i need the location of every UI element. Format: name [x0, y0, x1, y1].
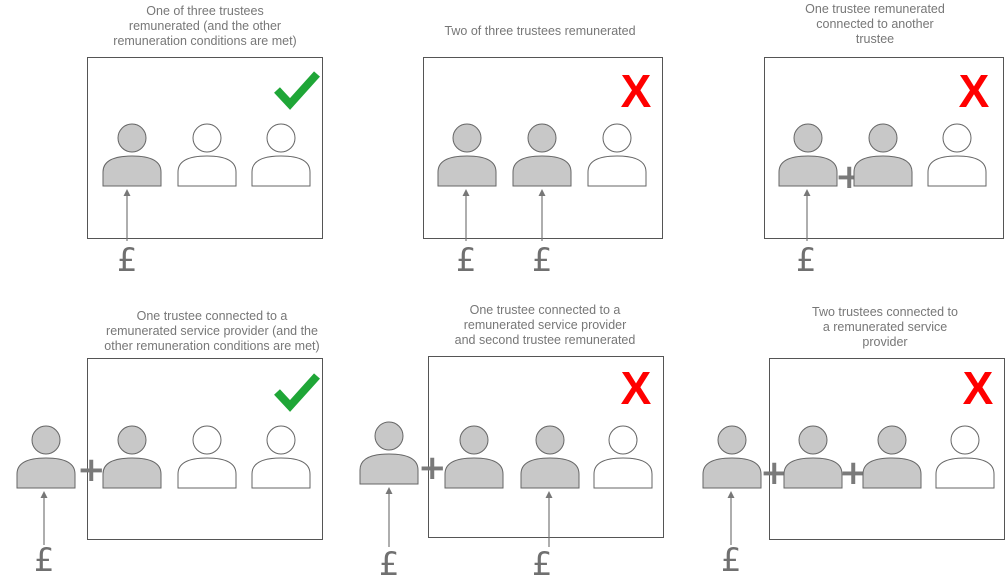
- person-icon-service-provider: [16, 425, 76, 489]
- panel-1-verdict: allowed: [0, 0, 1, 1]
- pound-sign-icon: £: [532, 241, 553, 279]
- caption-line: remunerated (and the other: [128, 19, 282, 33]
- person-icon: [935, 425, 995, 489]
- plus-icon: +: [77, 450, 106, 490]
- pound-sign-icon: £: [456, 241, 477, 279]
- person-icon-connected: [783, 425, 843, 489]
- person-icon: [593, 425, 653, 489]
- caption-line: a remunerated service: [822, 320, 948, 334]
- person-icon-remunerated: [512, 123, 572, 187]
- caption-line: One of three trustees: [146, 4, 264, 18]
- panel-4-caption: One trustee connected to a remunerated s…: [62, 309, 362, 354]
- caption-line: trustee: [855, 32, 895, 46]
- caption-line: One trustee remunerated: [805, 2, 945, 16]
- cross-icon: X: [621, 366, 652, 408]
- panel-3-verdict: not-allowed: [0, 0, 1, 1]
- pound-sign-icon: £: [721, 541, 742, 579]
- cross-glyph: X: [621, 366, 652, 408]
- person-icon: [177, 425, 237, 489]
- panel-6-caption: Two trustees connected to a remunerated …: [780, 305, 990, 350]
- person-icon-service-provider: [359, 421, 419, 485]
- person-icon-remunerated: [437, 123, 497, 187]
- cross-icon: X: [963, 366, 994, 408]
- caption-line: other remuneration conditions are met): [104, 339, 320, 353]
- arrow-icon: [803, 189, 811, 241]
- arrow-icon: [462, 189, 470, 241]
- person-icon-connected: [853, 123, 913, 187]
- caption-line: Two trustees connected to: [812, 305, 958, 319]
- person-icon-service-provider: [702, 425, 762, 489]
- arrow-icon: [727, 491, 735, 545]
- arrow-icon: [40, 491, 48, 545]
- check-icon: [274, 373, 320, 412]
- caption-line: connected to another: [816, 17, 934, 31]
- pound-sign-icon: £: [34, 541, 55, 579]
- person-icon: [177, 123, 237, 187]
- caption-line: One trustee connected to a: [469, 303, 621, 317]
- pound-sign-icon: £: [117, 241, 138, 279]
- caption-line: provider: [862, 335, 908, 349]
- person-icon: [251, 425, 311, 489]
- caption-line: and second trustee remunerated: [454, 333, 636, 347]
- plus-icon: +: [418, 448, 447, 488]
- cross-glyph: X: [963, 366, 994, 408]
- arrow-icon: [123, 189, 131, 241]
- person-icon: [251, 123, 311, 187]
- person-icon-remunerated: [520, 425, 580, 489]
- person-icon-connected: [444, 425, 504, 489]
- pound-sign-icon: £: [379, 545, 400, 583]
- person-icon-remunerated: [102, 123, 162, 187]
- panel-6-verdict: not-allowed: [0, 0, 1, 1]
- arrow-icon: [538, 189, 546, 241]
- arrow-icon: [385, 487, 393, 547]
- cross-icon: X: [959, 69, 990, 111]
- check-icon: [274, 71, 320, 110]
- caption-line: remuneration conditions are met): [113, 34, 297, 48]
- person-icon-remunerated: [778, 123, 838, 187]
- person-icon: [587, 123, 647, 187]
- panel-2-verdict: not-allowed: [0, 0, 1, 1]
- panel-2-caption: Two of three trustees remunerated: [395, 24, 685, 39]
- caption-line: remunerated service provider (and the: [106, 324, 318, 338]
- person-icon-connected: [102, 425, 162, 489]
- pound-sign-icon: £: [796, 241, 817, 279]
- panel-1-caption: One of three trustees remunerated (and t…: [70, 4, 340, 49]
- cross-icon: X: [621, 69, 652, 111]
- panel-5-verdict: not-allowed: [0, 0, 1, 1]
- panel-3-caption: One trustee remunerated connected to ano…: [765, 2, 985, 47]
- person-icon: [927, 123, 987, 187]
- person-icon-connected: [862, 425, 922, 489]
- caption-line: One trustee connected to a: [136, 309, 288, 323]
- caption-line: remunerated service provider: [463, 318, 627, 332]
- cross-glyph: X: [621, 69, 652, 111]
- panel-4-verdict: allowed: [0, 0, 1, 1]
- cross-glyph: X: [959, 69, 990, 111]
- arrow-icon: [545, 491, 553, 547]
- caption-line: Two of three trustees remunerated: [444, 24, 636, 38]
- panel-5-caption: One trustee connected to a remunerated s…: [420, 303, 670, 348]
- pound-sign-icon: £: [532, 545, 553, 583]
